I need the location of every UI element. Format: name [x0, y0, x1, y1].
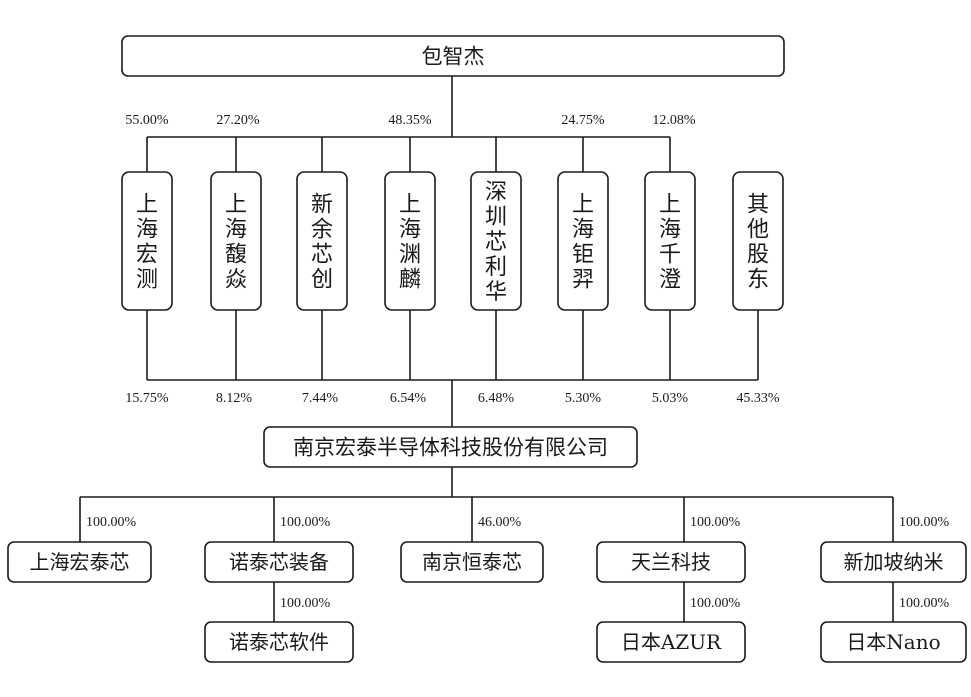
sub-subsidiary-pct-1: 100.00%: [280, 596, 331, 611]
subsidiary-4: 天兰科技: [596, 541, 746, 583]
shareholder-7-label: 上海千澄: [659, 192, 681, 292]
shareholder-pct-2: 8.12%: [216, 391, 253, 406]
company-node-label: 南京宏泰半导体科技股份有限公司: [293, 436, 608, 460]
subsidiary-2: 诺泰芯装备: [204, 541, 354, 583]
top-pct-3: 48.35%: [388, 113, 432, 128]
sub-subsidiary-pct-3: 100.00%: [899, 596, 950, 611]
top-pct-2: 27.20%: [216, 113, 260, 128]
shareholder-3-label: 新余芯创: [311, 192, 333, 292]
subsidiary-5: 新加坡纳米: [820, 541, 967, 583]
shareholder-4-label: 上海渊麟: [399, 192, 421, 292]
subsidiary-pct-4: 100.00%: [690, 515, 741, 530]
sub-subsidiary-3-label: 日本Nano: [846, 630, 940, 654]
subsidiary-2-label: 诺泰芯装备: [229, 550, 329, 574]
shareholder-4: 上海渊麟: [384, 171, 436, 311]
sub-subsidiary-2-label: 日本AZUR: [621, 630, 722, 654]
subsidiary-1: 上海宏泰芯: [7, 541, 152, 583]
shareholder-1: 上海宏测: [121, 171, 173, 311]
shareholder-pct-1: 15.75%: [125, 391, 169, 406]
subsidiary-pct-2: 100.00%: [280, 515, 331, 530]
shareholder-2: 上海馥焱: [210, 171, 262, 311]
sub-subsidiary-2: 日本AZUR: [596, 621, 746, 663]
shareholder-pct-8: 45.33%: [736, 391, 780, 406]
subsidiary-1-label: 上海宏泰芯: [30, 550, 130, 574]
subsidiary-pct-3: 46.00%: [478, 515, 522, 530]
shareholder-3: 新余芯创: [296, 171, 348, 311]
shareholder-8-label: 其他股东: [747, 192, 769, 292]
subsidiary-5-label: 新加坡纳米: [844, 550, 944, 574]
shareholder-1-label: 上海宏测: [136, 192, 158, 292]
top-pct-1: 55.00%: [125, 113, 169, 128]
subsidiary-4-label: 天兰科技: [631, 550, 711, 574]
top-pct-5: 12.08%: [652, 113, 696, 128]
sub-subsidiary-3: 日本Nano: [820, 621, 967, 663]
shareholder-pct-6: 5.30%: [565, 391, 602, 406]
top-node-label: 包智杰: [422, 45, 485, 69]
sub-subsidiary-pct-2: 100.00%: [690, 596, 741, 611]
shareholder-pct-5: 6.48%: [478, 391, 515, 406]
subsidiary-pct-1: 100.00%: [86, 515, 137, 530]
shareholder-6: 上海钜羿: [557, 171, 609, 311]
shareholder-7: 上海千澄: [644, 171, 696, 311]
subsidiary-3: 南京恒泰芯: [400, 541, 544, 583]
shareholder-pct-7: 5.03%: [652, 391, 689, 406]
sub-subsidiary-1-label: 诺泰芯软件: [229, 630, 329, 654]
shareholder-5: 深圳芯利华: [470, 171, 522, 311]
shareholder-8: 其他股东: [732, 171, 784, 311]
shareholder-pct-3: 7.44%: [302, 391, 339, 406]
subsidiary-pct-5: 100.00%: [899, 515, 950, 530]
subsidiary-3-label: 南京恒泰芯: [422, 550, 522, 574]
top-pct-4: 24.75%: [561, 113, 605, 128]
shareholder-5-label: 深圳芯利华: [485, 180, 507, 305]
company-node: 南京宏泰半导体科技股份有限公司: [263, 426, 638, 468]
shareholder-2-label: 上海馥焱: [225, 192, 247, 292]
top-node: 包智杰: [121, 35, 785, 77]
shareholder-6-label: 上海钜羿: [572, 192, 594, 292]
shareholder-pct-4: 6.54%: [390, 391, 427, 406]
sub-subsidiary-1: 诺泰芯软件: [204, 621, 354, 663]
